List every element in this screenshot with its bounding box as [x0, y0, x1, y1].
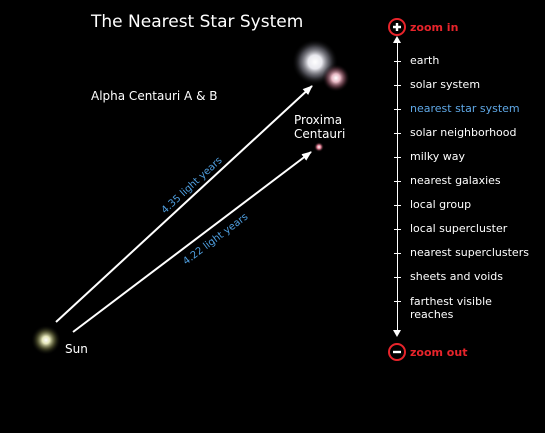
- proxima-centauri-label: Proxima Centauri: [294, 113, 345, 141]
- proxima-label-line1: Proxima: [294, 113, 343, 127]
- scale-item-nearest-star-system[interactable]: nearest star system: [410, 102, 520, 115]
- sun-label: Sun: [65, 342, 88, 356]
- scale-tick: [394, 229, 401, 230]
- scale-tick: [394, 181, 401, 182]
- scale-tick: [394, 157, 401, 158]
- alpha-centauri-label: Alpha Centauri A & B: [91, 89, 218, 103]
- scale-tick: [394, 109, 401, 110]
- scale-item-solar-neighborhood[interactable]: solar neighborhood: [410, 126, 517, 139]
- scale-tick: [394, 85, 401, 86]
- distance-label-proxima: 4.22 light years: [181, 211, 250, 267]
- scale-tick: [394, 277, 401, 278]
- zoom-scale-line: [397, 40, 398, 332]
- zoom-in-label: zoom in: [410, 20, 459, 34]
- zoom-out-button[interactable]: zoom out: [388, 343, 467, 361]
- plus-icon: [388, 18, 406, 36]
- scale-item-nearest-superclusters[interactable]: nearest superclusters: [410, 246, 529, 259]
- scale-tick: [394, 205, 401, 206]
- sun-star: [31, 325, 61, 355]
- scale-item-milky-way[interactable]: milky way: [410, 150, 466, 163]
- scale-tick: [394, 133, 401, 134]
- scale-item-farthest-visible-reaches[interactable]: farthest visible reaches: [410, 295, 492, 321]
- arrow-up-icon: [393, 36, 401, 43]
- arrow-down-icon: [393, 330, 401, 337]
- scale-tick: [394, 253, 401, 254]
- minus-icon: [388, 343, 406, 361]
- scale-item-earth[interactable]: earth: [410, 54, 440, 67]
- distance-label-alpha: 4.35 light years: [160, 155, 225, 216]
- scale-item-solar-system[interactable]: solar system: [410, 78, 481, 91]
- page-title: The Nearest Star System: [91, 12, 304, 32]
- zoom-in-button[interactable]: zoom in: [388, 18, 458, 36]
- scale-item-nearest-galaxies[interactable]: nearest galaxies: [410, 174, 501, 187]
- alpha-centauri-b-star: [322, 64, 350, 92]
- arrow-to-proxima-centauri: [72, 151, 312, 333]
- arrow-to-alpha-centauri: [55, 85, 313, 323]
- scale-item-local-group[interactable]: local group: [410, 198, 472, 211]
- scale-item-sheets-and-voids[interactable]: sheets and voids: [410, 270, 503, 283]
- proxima-centauri-star: [314, 142, 324, 152]
- scale-tick: [394, 301, 401, 302]
- scale-tick: [394, 61, 401, 62]
- zoom-out-label: zoom out: [410, 345, 468, 359]
- scale-item-local-supercluster[interactable]: local supercluster: [410, 222, 508, 235]
- proxima-label-line2: Centauri: [294, 127, 346, 141]
